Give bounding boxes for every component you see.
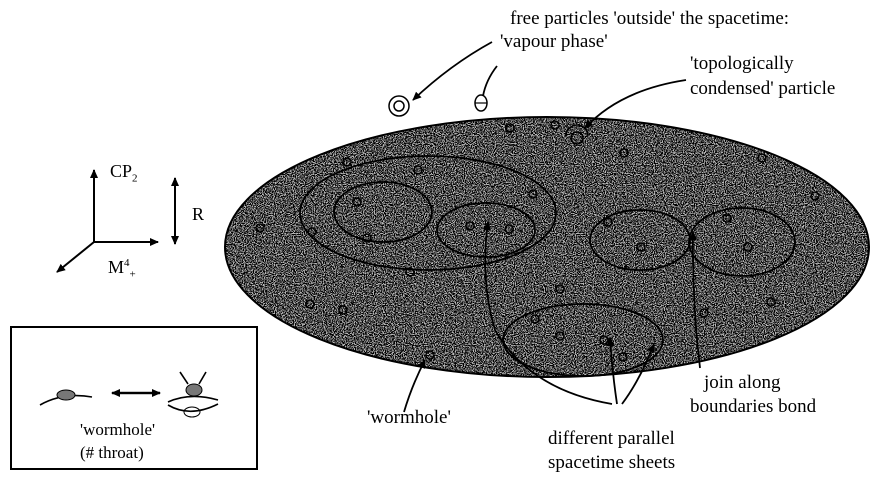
axis-diag-line	[57, 242, 94, 272]
join-label-2: boundaries bond	[690, 396, 816, 418]
axis-cp2-label: CP2	[110, 160, 138, 190]
wormhole-label: 'wormhole'	[367, 407, 451, 429]
inset-wormhole-label: 'wormhole'	[80, 420, 155, 440]
free-particles	[389, 95, 487, 116]
topological-label-2: condensed' particle	[690, 78, 835, 100]
different-sheets-label-1: different parallel	[548, 428, 675, 450]
leader-free-2	[483, 66, 497, 96]
free-particles-label-2: 'vapour phase'	[500, 31, 608, 53]
axis-r-label: R	[192, 203, 204, 225]
join-label-1: join along	[704, 372, 781, 394]
axis-m4-label: M4+	[108, 252, 136, 286]
different-sheets-label-2: spacetime sheets	[548, 452, 675, 474]
topological-label-1: 'topologically	[690, 53, 794, 75]
spacetime-disc	[220, 110, 871, 385]
inset-throat-label: (# throat)	[80, 443, 144, 463]
free-particles-label-1: free particles 'outside' the spacetime:	[510, 8, 789, 30]
leader-wormhole	[404, 360, 425, 412]
leader-free-1	[413, 42, 492, 100]
